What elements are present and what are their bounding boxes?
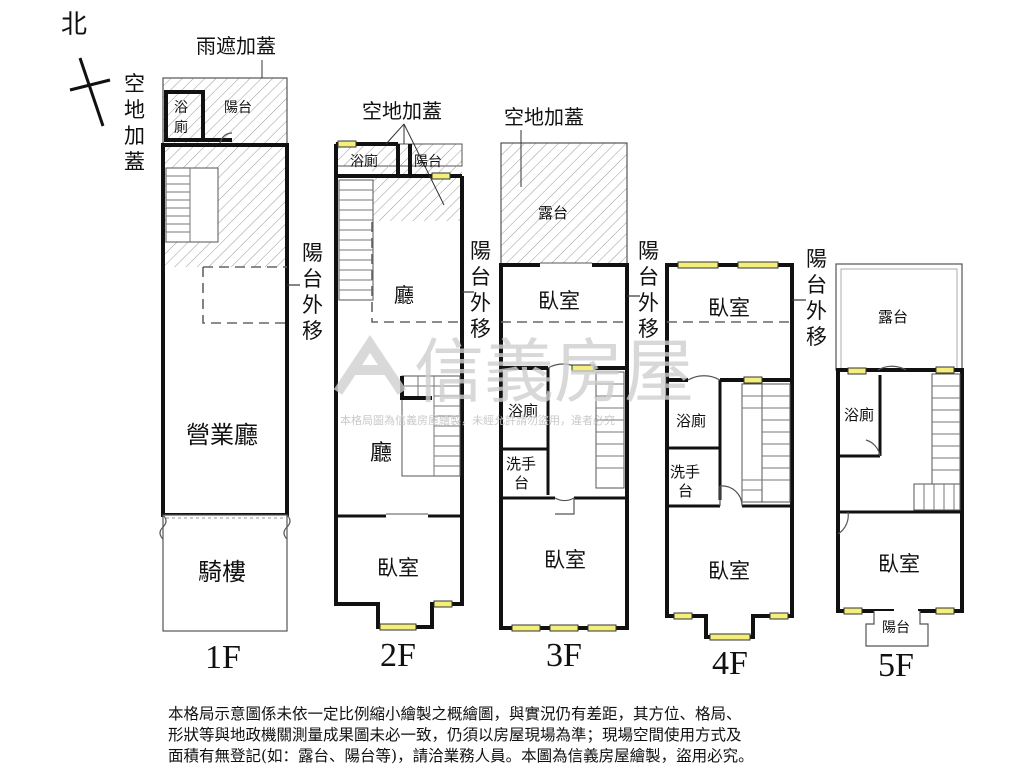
label-arcade: 騎樓 — [198, 558, 246, 586]
label-hall-2f-front: 廳 — [394, 283, 414, 307]
floor-label-4f: 4F — [712, 645, 748, 682]
label-balcony-out-2f-1: 台 — [470, 265, 491, 289]
label-bath-5f: 浴廁 — [844, 406, 874, 424]
disclaimer-line-3: 面積有無登記(如：露台、陽台等)，請洽業務人員。本圖為信義房屋繪製，盜用必究。 — [168, 747, 754, 765]
label-sink-4f-1: 台 — [678, 482, 693, 500]
label-bedroom-3f-front: 臥室 — [544, 548, 586, 572]
label-bedroom-4f-front: 臥室 — [708, 559, 750, 583]
label-balcony-5f: 陽台 — [882, 620, 910, 636]
label-sink-3f-0: 洗手 — [506, 455, 536, 473]
watermark-notice: 本格局圖為信義房屋繪製，未經允許請勿盜用，違者必究 — [340, 413, 615, 427]
watermark-brand: 信義房屋 — [414, 331, 694, 413]
watermark: 信義房屋 本格局圖為信義房屋繪製，未經允許請勿盜用，違者必究 — [333, 331, 694, 427]
floor-label-1f: 1F — [205, 639, 241, 676]
label-balcony-out-2f-2: 外 — [470, 291, 491, 315]
label-empty-addition-1f-0: 空 — [124, 72, 145, 96]
label-hall-2f-main: 廳 — [370, 441, 392, 466]
label-rain-shelter: 雨遮加蓋 — [196, 34, 276, 58]
label-bedroom-2f: 臥室 — [377, 556, 419, 580]
north-arrow-icon: 北 — [61, 10, 111, 127]
label-bath-2f: 浴廁 — [350, 153, 378, 170]
label-empty-addition-1f-1: 地 — [124, 98, 145, 122]
floor-2f: 空地加蓋 浴廁 陽台 廳 廳 臥室 陽 台 外 移 2F — [334, 99, 491, 674]
disclaimer: 本格局示意圖係未依一定比例縮小繪製之概繪圖，與實況仍有差距，其方位、格局、 形狀… — [168, 704, 868, 767]
label-bath-3f: 浴廁 — [508, 402, 538, 420]
brand-logo-icon — [333, 334, 407, 395]
label-empty-addition-1f-2: 加 — [124, 124, 145, 148]
label-bedroom-3f-back: 臥室 — [538, 289, 580, 313]
label-sink-4f-0: 洗手 — [670, 463, 700, 481]
label-balcony-out-3f-1: 台 — [638, 265, 659, 289]
compass-label: 北 — [61, 10, 87, 40]
label-bedroom-5f: 臥室 — [878, 552, 920, 576]
label-balcony-out-1f-2: 外 — [302, 293, 323, 317]
label-business-hall: 營業廳 — [186, 421, 258, 449]
floor-label-5f: 5F — [878, 647, 914, 684]
label-empty-addition-2f: 空地加蓋 — [362, 99, 442, 123]
floor-5f: 露台 浴廁 臥室 陽台 5F — [835, 263, 964, 684]
floor-1f: 雨遮加蓋 空 地 加 蓋 浴 廁 陽台 陽 台 外 移 營業廳 騎樓 1F — [124, 34, 323, 676]
label-bath-4f: 浴廁 — [676, 412, 706, 430]
label-balcony-out-4f-1: 台 — [806, 273, 827, 297]
label-empty-addition-1f-3: 蓋 — [124, 150, 145, 174]
label-empty-addition-3f: 空地加蓋 — [504, 105, 584, 129]
label-balcony-out-1f-3: 移 — [302, 319, 323, 343]
label-balcony-out-1f-1: 台 — [302, 267, 323, 291]
label-balcony-out-3f-0: 陽 — [638, 239, 659, 263]
floor-label-3f: 3F — [546, 637, 582, 674]
label-balcony-out-4f-3: 移 — [806, 325, 827, 349]
label-balcony-1f: 陽台 — [224, 100, 252, 116]
floor-3f: 空地加蓋 露台 臥室 浴廁 洗手 台 臥室 陽 台 外 移 3F — [499, 105, 659, 674]
label-balcony-out-4f-0: 陽 — [806, 247, 827, 271]
label-balcony-out-4f-2: 外 — [806, 299, 827, 323]
floor-4f: 臥室 浴廁 洗手 台 臥室 陽 台 外 移 4F — [665, 247, 827, 682]
label-balcony-out-1f-0: 陽 — [302, 241, 323, 265]
floor-label-2f: 2F — [380, 637, 416, 674]
disclaimer-line-1: 本格局示意圖係未依一定比例縮小繪製之概繪圖，與實況仍有差距，其方位、格局、 — [168, 705, 742, 723]
label-terrace-5f: 露台 — [878, 308, 908, 326]
label-balcony-out-2f-3: 移 — [470, 317, 491, 341]
label-bath-1f-1: 廁 — [174, 119, 188, 136]
disclaimer-line-2: 形狀等與地政機關測量成果圖未必一致，仍須以房屋現場為準；現場空間使用方式及 — [168, 726, 742, 744]
label-bedroom-4f-back: 臥室 — [708, 296, 750, 320]
label-terrace-3f: 露台 — [538, 204, 568, 222]
label-balcony-2f: 陽台 — [414, 154, 442, 170]
label-balcony-out-2f-0: 陽 — [470, 239, 491, 263]
label-balcony-out-3f-3: 移 — [638, 317, 659, 341]
label-sink-3f-1: 台 — [514, 474, 529, 492]
label-bath-1f-0: 浴 — [174, 100, 188, 116]
label-balcony-out-3f-2: 外 — [638, 291, 659, 315]
